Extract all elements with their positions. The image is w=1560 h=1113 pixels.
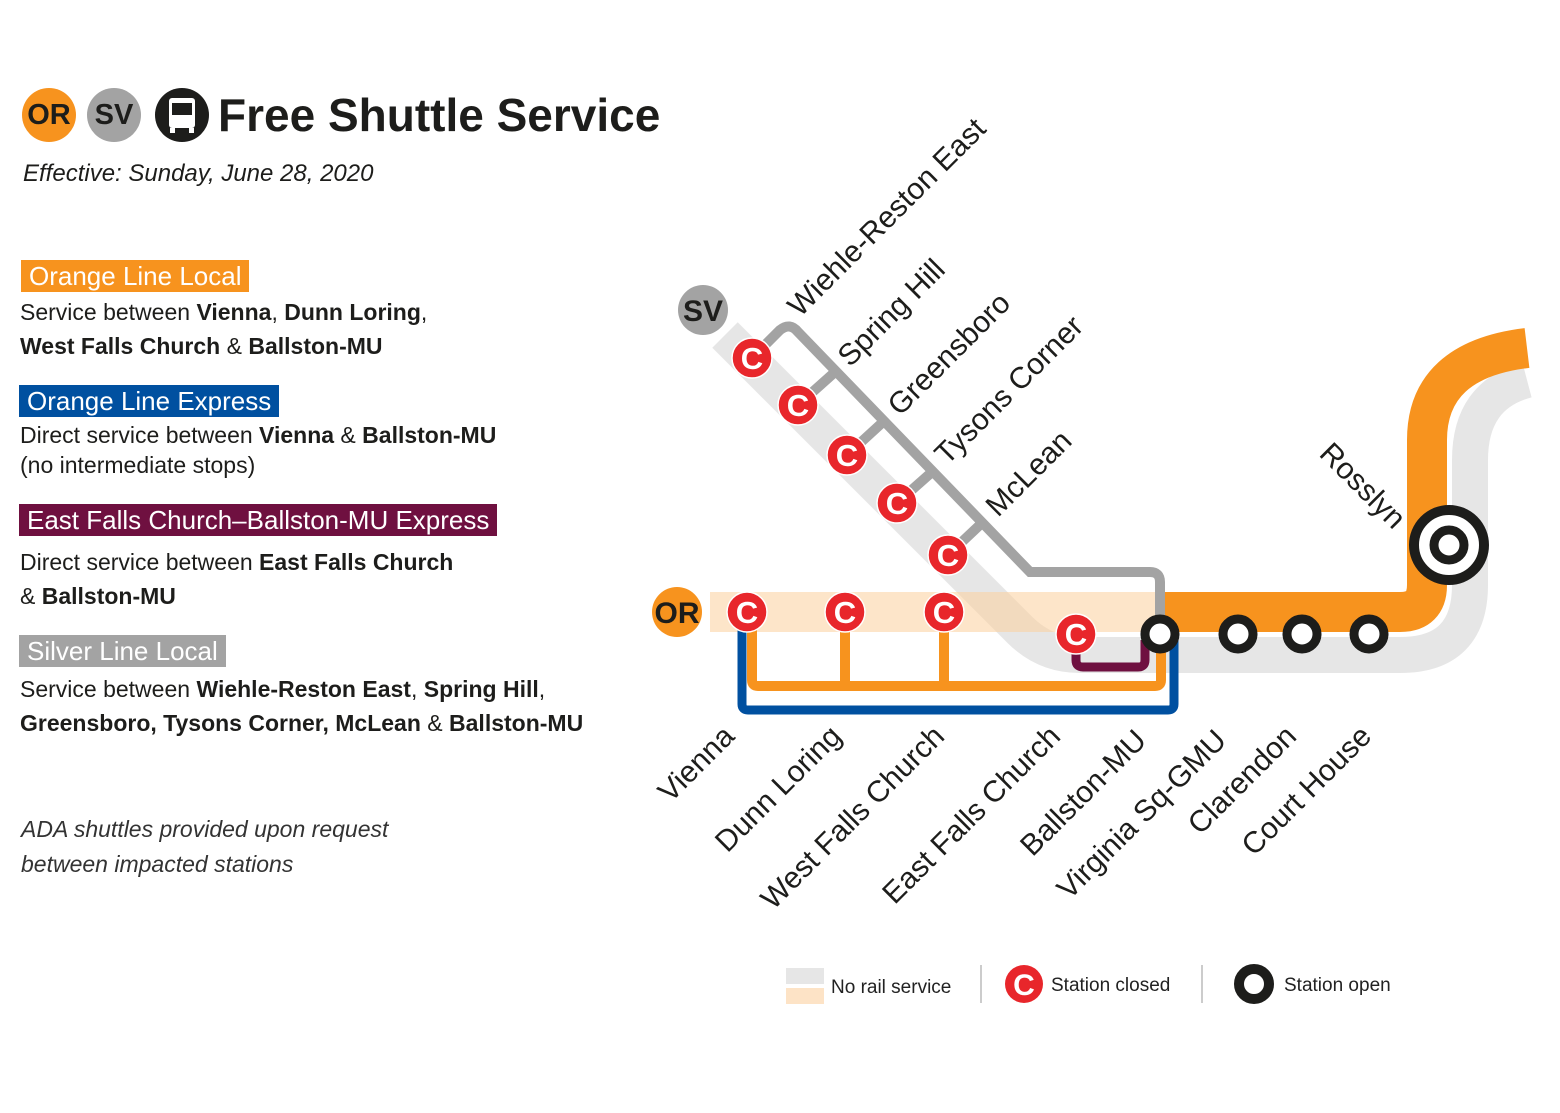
- svg-text:C: C: [836, 438, 858, 473]
- orange-local-route: [747, 612, 1166, 691]
- legend-gray-swatch: [786, 968, 824, 984]
- page-title: Free Shuttle Service: [218, 89, 661, 141]
- orange-line-badge: OR: [22, 88, 76, 142]
- service-desc-efc-express: Direct service between East Falls Church…: [20, 549, 454, 609]
- service-desc-orange-express: Direct service between Vienna & Ballston…: [20, 422, 497, 478]
- closed-station-icon: C: [1055, 613, 1097, 655]
- svg-text:C: C: [834, 595, 856, 630]
- closed-station-icon: C: [726, 591, 768, 633]
- station-label: McLean: [980, 424, 1079, 523]
- open-station-icon: [1349, 614, 1389, 654]
- svg-text:C: C: [736, 595, 758, 630]
- silver-line-badge: SV: [87, 88, 141, 142]
- open-station-icon: [1218, 614, 1258, 654]
- station-label-rosslyn: Rosslyn: [1313, 437, 1412, 536]
- closed-station-icon: C: [731, 337, 773, 379]
- no-rail-band-silver: [712, 322, 1533, 673]
- svg-text:C: C: [933, 595, 955, 630]
- orange-line-active: [1160, 328, 1530, 632]
- station-label: Vienna: [652, 719, 741, 808]
- closed-station-icon: C: [927, 534, 969, 576]
- map-silver-badge-label: SV: [683, 295, 723, 328]
- svg-text:C: C: [741, 341, 763, 376]
- svg-text:C: C: [787, 388, 809, 423]
- legend-peach-swatch: [786, 988, 824, 1004]
- station-label: Wiehle-Reston East: [782, 112, 993, 323]
- legend-closed-icon: C: [1005, 965, 1043, 1003]
- map-orange-badge-label: OR: [655, 597, 700, 630]
- orange-express-route: [737, 612, 1179, 715]
- legend-closed: Station closed: [1051, 975, 1171, 996]
- closed-station-icon: C: [923, 591, 965, 633]
- open-station-icon: [1140, 614, 1180, 654]
- legend-open-icon: [1234, 964, 1274, 1004]
- closed-station-icon: C: [826, 434, 868, 476]
- effective-date: Effective: Sunday, June 28, 2020: [23, 160, 374, 187]
- svg-text:C: C: [1065, 617, 1087, 652]
- rosslyn-station-transfer: [1409, 505, 1489, 585]
- svg-text:C: C: [937, 538, 959, 573]
- closed-station-icon: C: [777, 384, 819, 426]
- legend-open: Station open: [1284, 975, 1391, 996]
- efc-express-route: [1071, 634, 1150, 672]
- silver-shuttle-route: [748, 321, 1165, 634]
- service-tag-orange-express: Orange Line Express: [19, 385, 280, 417]
- svg-text:C: C: [1013, 969, 1035, 1002]
- bus-icon: [155, 88, 209, 142]
- service-tag-orange-local: Orange Line Local: [21, 260, 250, 292]
- svg-text:C: C: [886, 486, 908, 521]
- map-silver-badge: [678, 285, 728, 335]
- service-tag-silver-local: Silver Line Local: [19, 635, 226, 667]
- service-desc-orange-local: Service between Vienna, Dunn Loring, Wes…: [20, 299, 428, 359]
- open-station-icon: [1282, 614, 1322, 654]
- service-desc-silver-local: Service between Wiehle-Reston East, Spri…: [20, 676, 584, 736]
- closed-station-icon: C: [876, 482, 918, 524]
- legend-no-rail: No rail service: [831, 977, 952, 998]
- closed-station-icon: C: [824, 591, 866, 633]
- service-tag-efc-express: East Falls Church–Ballston-MU Express: [19, 504, 498, 536]
- map-orange-badge: [652, 587, 702, 637]
